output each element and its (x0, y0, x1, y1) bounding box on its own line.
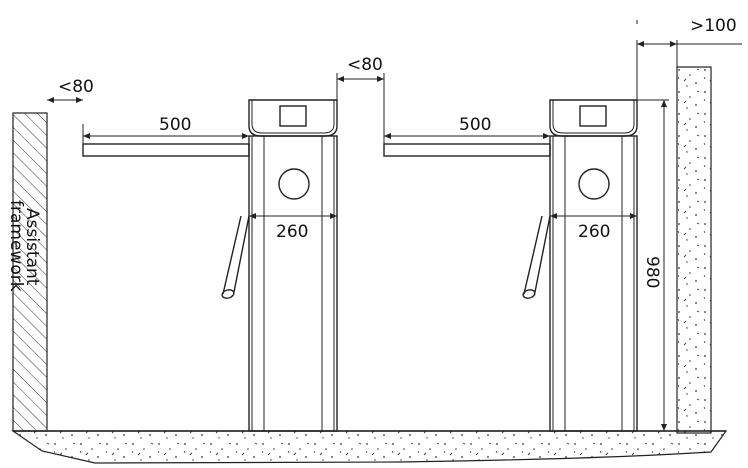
dimension-arm-left: 500 (83, 115, 249, 139)
assistant-framework-wall (12, 112, 48, 432)
horizontal-arm-left (82, 143, 250, 157)
turnstile-right (383, 99, 638, 432)
turnstile-left (82, 99, 338, 432)
dimension-body-left: 260 (249, 213, 337, 242)
dimension-right-gap: >100 (636, 16, 742, 100)
cabinet-body-left (248, 135, 338, 432)
reader-circle-right (578, 168, 610, 200)
ground-floor (11, 430, 728, 464)
dim-arm-left-text: 500 (159, 115, 191, 135)
wall-label-line2: framework (6, 200, 26, 292)
dim-body-left-text: 260 (276, 222, 308, 242)
dim-right-gap-text: >100 (690, 16, 737, 36)
dimension-body-right: 260 (550, 213, 637, 242)
tripod-arm-right (523, 215, 551, 295)
dimension-arm-right: 500 (384, 115, 550, 139)
dim-arm-right-text: 500 (459, 115, 491, 135)
dimension-left-gap: <80 (47, 77, 94, 150)
display-window-right (579, 105, 607, 127)
display-window-left (279, 105, 307, 127)
dimension-middle-gap: <80 (336, 55, 385, 150)
reader-circle-left (278, 168, 310, 200)
horizontal-arm-right (383, 143, 551, 157)
wall-label-line1: Assistant (22, 208, 42, 286)
dimension-height: 980 (637, 99, 669, 431)
right-concrete-pillar (676, 66, 712, 434)
cabinet-body-right (549, 135, 638, 432)
dim-left-gap-text: <80 (58, 77, 94, 97)
dim-middle-gap-text: <80 (347, 55, 383, 75)
dim-body-right-text: 260 (578, 222, 610, 242)
dim-height-text: 980 (642, 256, 662, 288)
tripod-arm-left (222, 215, 250, 295)
